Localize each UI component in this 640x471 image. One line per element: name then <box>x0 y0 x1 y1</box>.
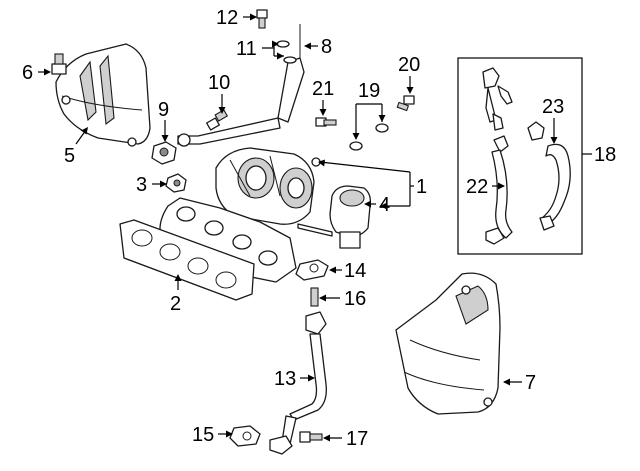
part-23-hose <box>527 121 571 231</box>
inset-box <box>457 57 583 255</box>
callout-8: 8 <box>321 36 332 58</box>
callout-5: 5 <box>64 145 75 167</box>
part-20-bolt <box>396 95 415 112</box>
callout-7: 7 <box>525 372 536 394</box>
callout-18: 18 <box>594 144 616 166</box>
part-15-gasket <box>229 425 261 447</box>
part-4-actuator <box>297 185 372 249</box>
callout-23: 23 <box>542 96 564 118</box>
callout-22: 22 <box>466 176 488 198</box>
part-14-gasket <box>295 259 329 281</box>
callout-4: 4 <box>379 194 390 216</box>
callout-17: 17 <box>346 428 368 450</box>
leader-lines <box>38 13 592 442</box>
part-2-exhaust-manifold <box>119 197 297 301</box>
callout-19: 19 <box>358 80 380 102</box>
callout-20: 20 <box>398 54 420 76</box>
part-10-bolt <box>206 109 229 131</box>
callout-labels: 1 2 3 4 5 6 7 8 9 10 11 12 13 14 15 16 1… <box>22 7 616 450</box>
callout-16: 16 <box>344 288 366 310</box>
callout-3: 3 <box>136 174 147 196</box>
part-16-stud <box>310 287 319 307</box>
part-13-oil-return-line <box>269 311 327 455</box>
part-1-turbocharger <box>215 147 321 225</box>
part-11-washers <box>276 40 297 64</box>
part-9-nut <box>151 141 177 165</box>
callout-10: 10 <box>208 72 230 94</box>
part-21-bolt <box>315 117 337 127</box>
callout-11: 11 <box>236 38 257 60</box>
part-3-nut <box>165 173 187 193</box>
callout-1: 1 <box>416 176 427 198</box>
part-22-coolant-hose <box>482 67 513 245</box>
part-5-heat-shield <box>55 43 151 147</box>
callout-15: 15 <box>192 424 214 446</box>
callout-21: 21 <box>312 78 334 100</box>
part-19-washers <box>349 123 389 151</box>
part-17-bolt <box>299 431 323 443</box>
part-7-heat-shield <box>395 272 501 415</box>
callout-14: 14 <box>344 260 366 282</box>
part-8-oil-feed-line <box>177 24 305 147</box>
callout-9: 9 <box>158 99 169 121</box>
part-6-bolt <box>51 53 67 75</box>
callout-12: 12 <box>216 7 238 29</box>
callout-6: 6 <box>22 62 33 84</box>
part-12-banjo-bolt <box>256 9 268 29</box>
callout-13: 13 <box>274 368 296 390</box>
callout-2: 2 <box>170 293 181 315</box>
